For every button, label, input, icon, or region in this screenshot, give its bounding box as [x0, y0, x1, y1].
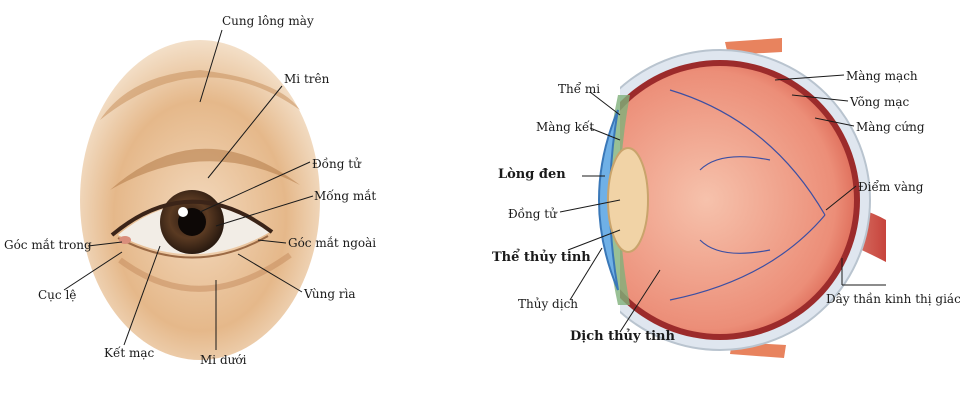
label-pupil-section: Đồng tử — [508, 207, 557, 221]
label-vitreous: Dịch thủy tinh — [570, 330, 675, 344]
eye-cross-section-diagram: Thể mi Màng kết Lòng đen Đồng tử Thể thủ… — [470, 0, 960, 394]
label-conjunctiva: Kết mạc — [104, 346, 154, 360]
caruncle — [119, 236, 131, 244]
label-choroid: Màng mạch — [846, 69, 918, 83]
label-outer-corner: Góc mắt ngoài — [288, 236, 376, 250]
label-brow-arch: Cung lông mày — [222, 14, 314, 28]
label-caruncle: Cục lệ — [38, 288, 76, 302]
eye-section-illustration — [470, 0, 960, 394]
label-macula: Điểm vàng — [858, 180, 923, 194]
lens — [608, 148, 648, 252]
label-lid-area: Vùng rìa — [304, 287, 356, 301]
label-ciliary-body: Thể mi — [558, 82, 600, 96]
highlight — [178, 207, 188, 217]
label-pupil: Đồng tử — [312, 157, 361, 171]
label-retina: Võng mạc — [850, 95, 909, 109]
label-lower-lid: Mi dưới — [200, 353, 246, 367]
label-inner-corner: Góc mắt trong — [4, 238, 92, 252]
label-cornea: Lòng đen — [498, 168, 566, 182]
label-upper-lid: Mi trên — [284, 72, 329, 86]
label-optic-nerve: Dây thần kinh thị giác — [826, 292, 960, 306]
external-eye-diagram: Cung lông mày Mi trên Đồng tử Mống mắt G… — [0, 0, 380, 394]
label-sclera: Màng cứng — [856, 120, 925, 134]
label-iris: Mống mắt — [314, 189, 376, 203]
label-conjunctiva-section: Màng kết — [536, 120, 594, 134]
label-aqueous: Thủy dịch — [518, 297, 578, 311]
label-lens: Thể thủy tinh — [492, 251, 591, 265]
